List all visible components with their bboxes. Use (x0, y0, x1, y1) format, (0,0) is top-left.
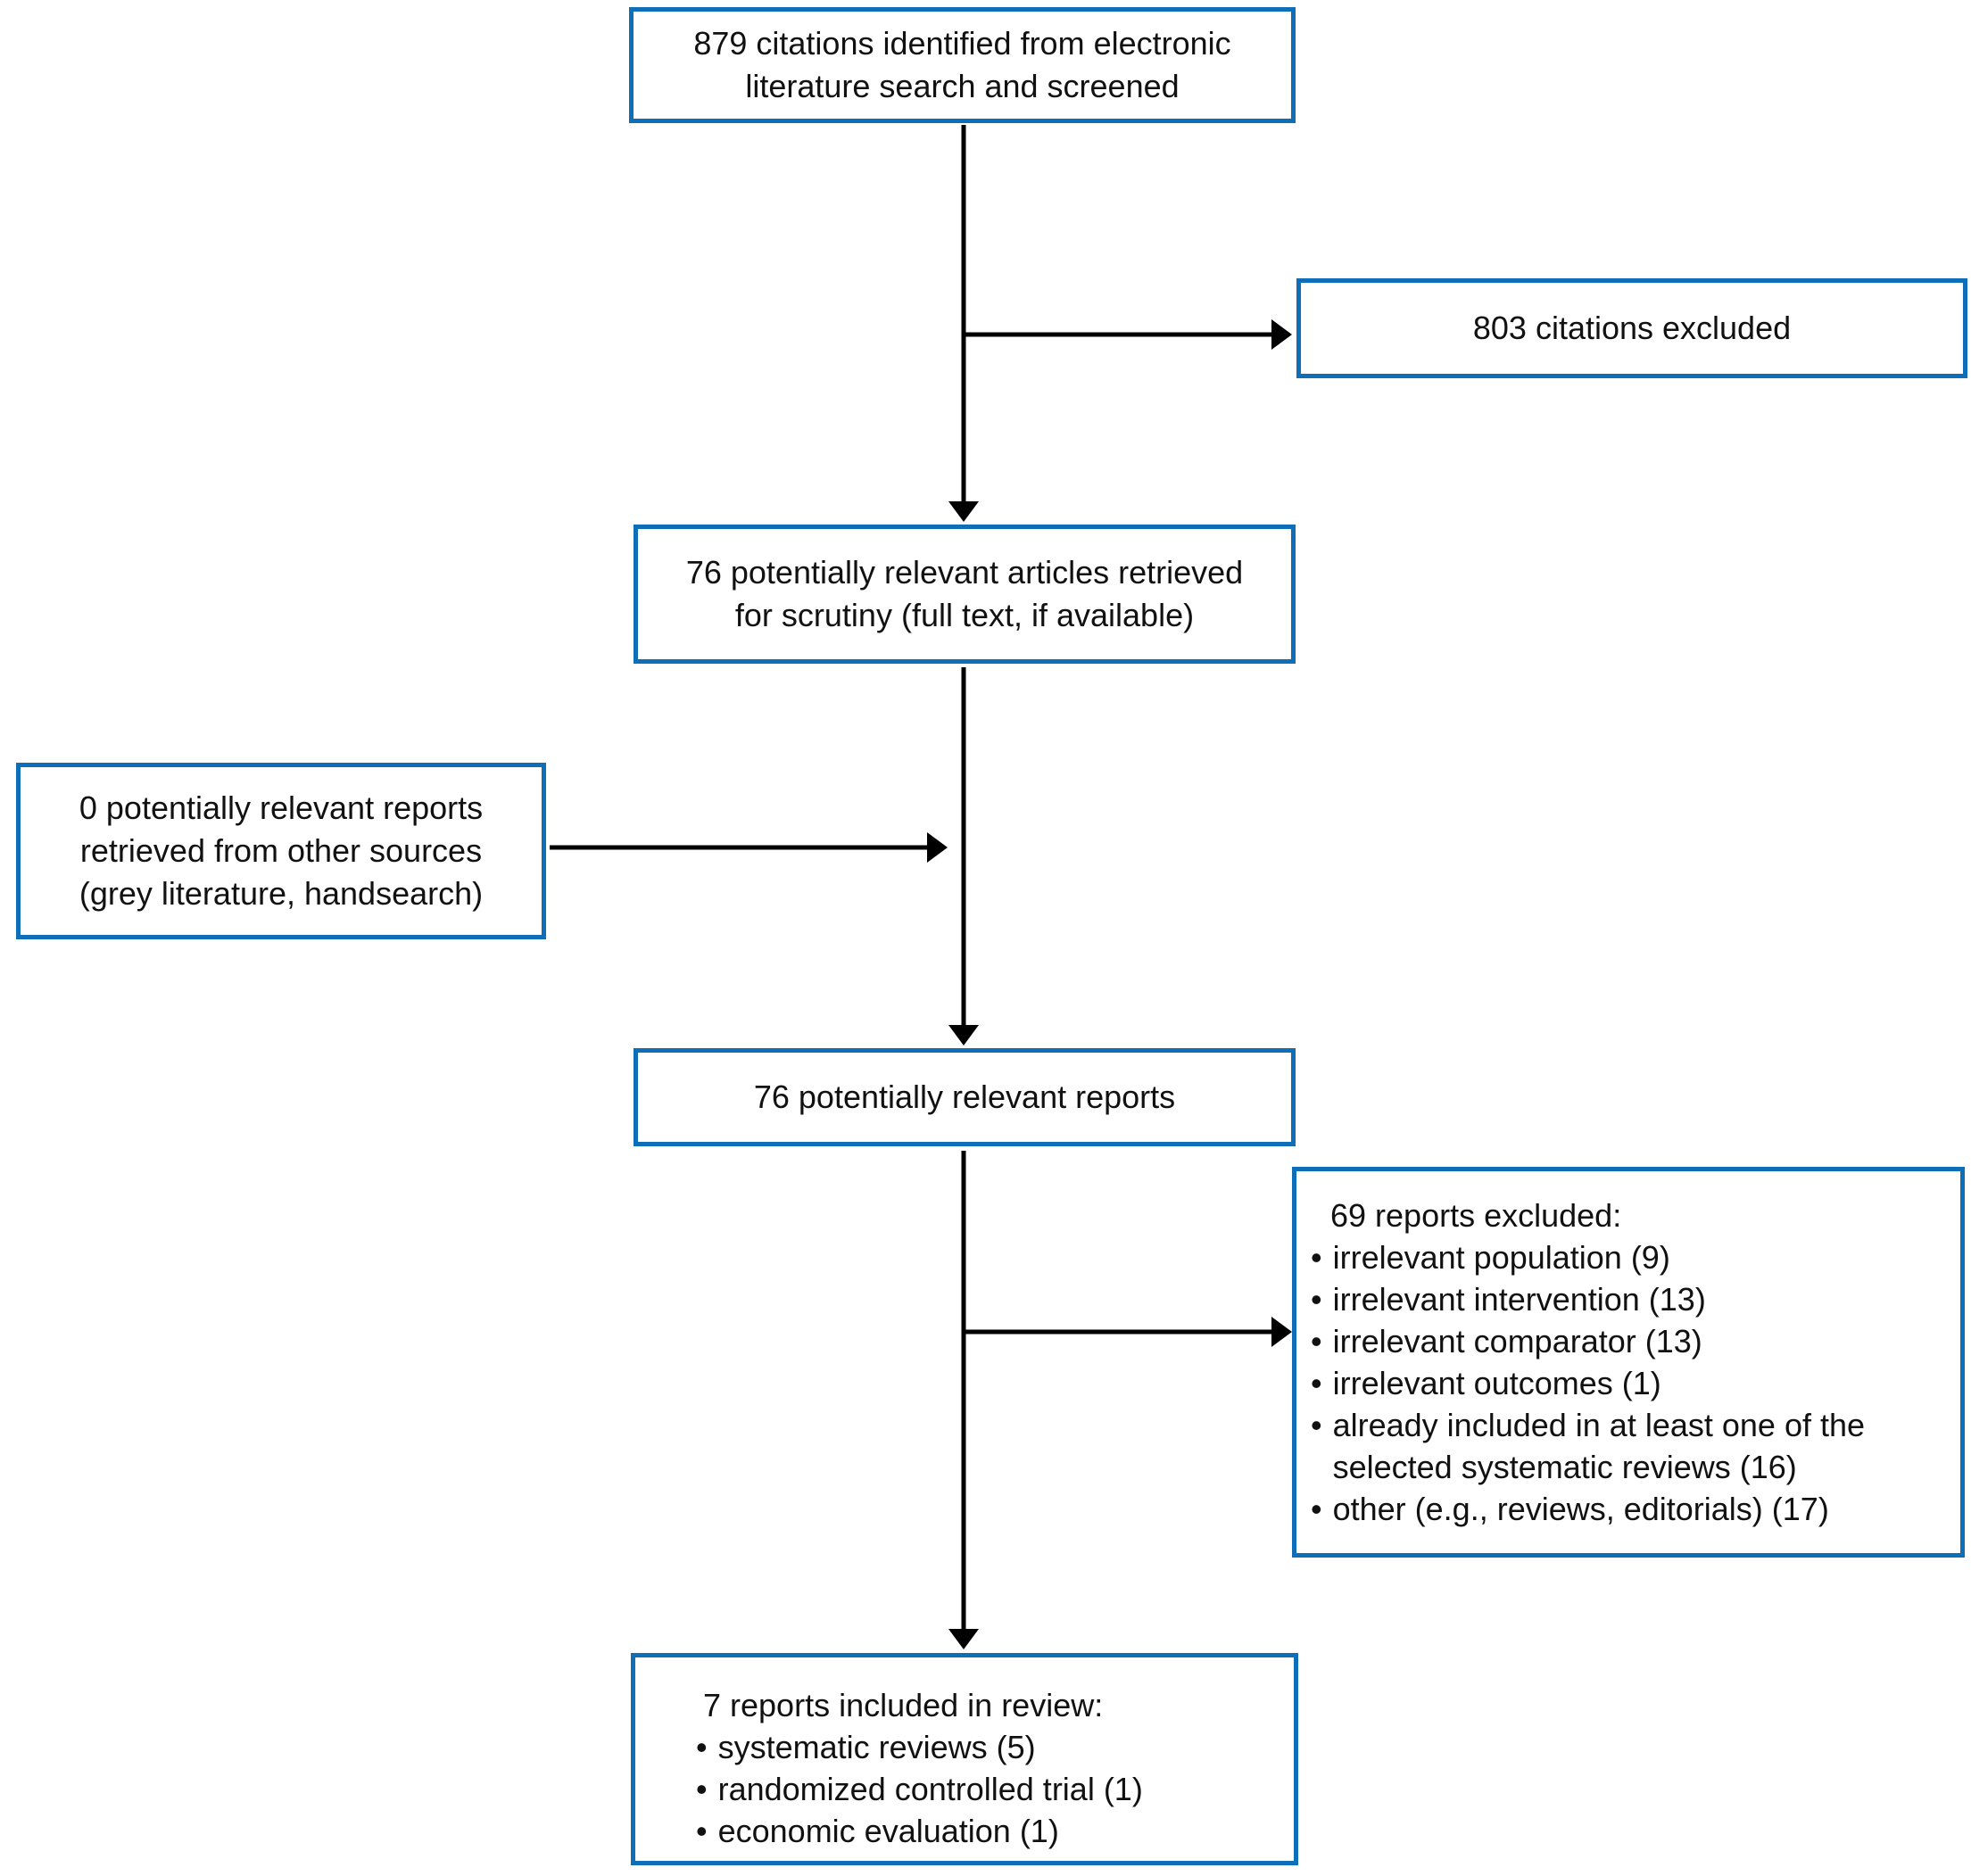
included-reports-box: 7 reports included in review: • systemat… (631, 1653, 1298, 1865)
other-sources-line1: 0 potentially relevant reports (79, 789, 484, 826)
bullet-icon: • (696, 1729, 708, 1765)
bullet-icon: • (1311, 1281, 1322, 1318)
identified-citations-line1: 879 citations identified from electronic (693, 25, 1231, 62)
retrieved-articles-line2: for scrutiny (full text, if available) (734, 597, 1195, 633)
arrow-identified-to-retrieved (948, 125, 979, 522)
excluded-reports-item: • irrelevant population (9) (1311, 1236, 1939, 1278)
bullet-icon: • (696, 1771, 708, 1807)
included-reports-item: • randomized controlled trial (1) (696, 1768, 1269, 1810)
excluded-reports-box: 69 reports excluded: • irrelevant popula… (1292, 1167, 1965, 1558)
identified-citations-line2: literature search and screened (745, 68, 1180, 104)
included-reports-title: 7 reports included in review: (703, 1687, 1104, 1723)
arrow-relevant-reports-to-included (948, 1151, 979, 1649)
relevant-reports-label: 76 potentially relevant reports (753, 1078, 1176, 1115)
excluded-reports-item-text: irrelevant outcomes (1) (1332, 1365, 1661, 1401)
included-reports-item-text: systematic reviews (5) (717, 1729, 1036, 1765)
bullet-icon: • (1311, 1239, 1322, 1276)
bullet-icon: • (696, 1813, 708, 1849)
included-reports-item: • economic evaluation (1) (696, 1810, 1269, 1852)
excluded-reports-item-text: already included in at least one of the … (1332, 1407, 1866, 1485)
excluded-reports-item: • already included in at least one of th… (1311, 1404, 1939, 1488)
identified-citations-box: 879 citations identified from electronic… (629, 7, 1296, 123)
excluded-citations-box: 803 citations excluded (1296, 278, 1967, 378)
excluded-reports-item: • irrelevant outcomes (1) (1311, 1362, 1939, 1404)
arrow-to-excluded-citations (964, 319, 1292, 350)
relevant-reports-box: 76 potentially relevant reports (634, 1048, 1296, 1146)
excluded-reports-item-text: irrelevant comparator (13) (1332, 1323, 1702, 1359)
other-sources-box: 0 potentially relevant reports retrieved… (16, 763, 546, 939)
excluded-reports-item-text: irrelevant intervention (13) (1332, 1281, 1706, 1318)
excluded-reports-item-text: irrelevant population (9) (1332, 1239, 1670, 1276)
arrow-other-sources-to-trunk (550, 832, 948, 863)
retrieved-articles-box: 76 potentially relevant articles retriev… (634, 525, 1296, 664)
arrow-to-excluded-reports (964, 1317, 1292, 1347)
excluded-reports-item: • other (e.g., reviews, editorials) (17) (1311, 1488, 1939, 1530)
retrieved-articles-line1: 76 potentially relevant articles retriev… (685, 554, 1244, 591)
bullet-icon: • (1311, 1323, 1322, 1359)
arrow-retrieved-to-relevant-reports (948, 667, 979, 1045)
excluded-reports-title: 69 reports excluded: (1330, 1197, 1622, 1234)
excluded-reports-item-text: other (e.g., reviews, editorials) (17) (1332, 1491, 1829, 1527)
other-sources-line3: (grey literature, handsearch) (79, 875, 484, 912)
bullet-icon: • (1311, 1365, 1322, 1401)
included-reports-item: • systematic reviews (5) (696, 1726, 1269, 1768)
bullet-icon: • (1311, 1491, 1322, 1527)
other-sources-line2: retrieved from other sources (79, 832, 483, 869)
excluded-citations-label: 803 citations excluded (1472, 310, 1792, 346)
included-reports-item-text: economic evaluation (1) (717, 1813, 1059, 1849)
excluded-reports-item: • irrelevant intervention (13) (1311, 1278, 1939, 1320)
excluded-reports-item: • irrelevant comparator (13) (1311, 1320, 1939, 1362)
bullet-icon: • (1311, 1407, 1322, 1443)
included-reports-item-text: randomized controlled trial (1) (717, 1771, 1143, 1807)
